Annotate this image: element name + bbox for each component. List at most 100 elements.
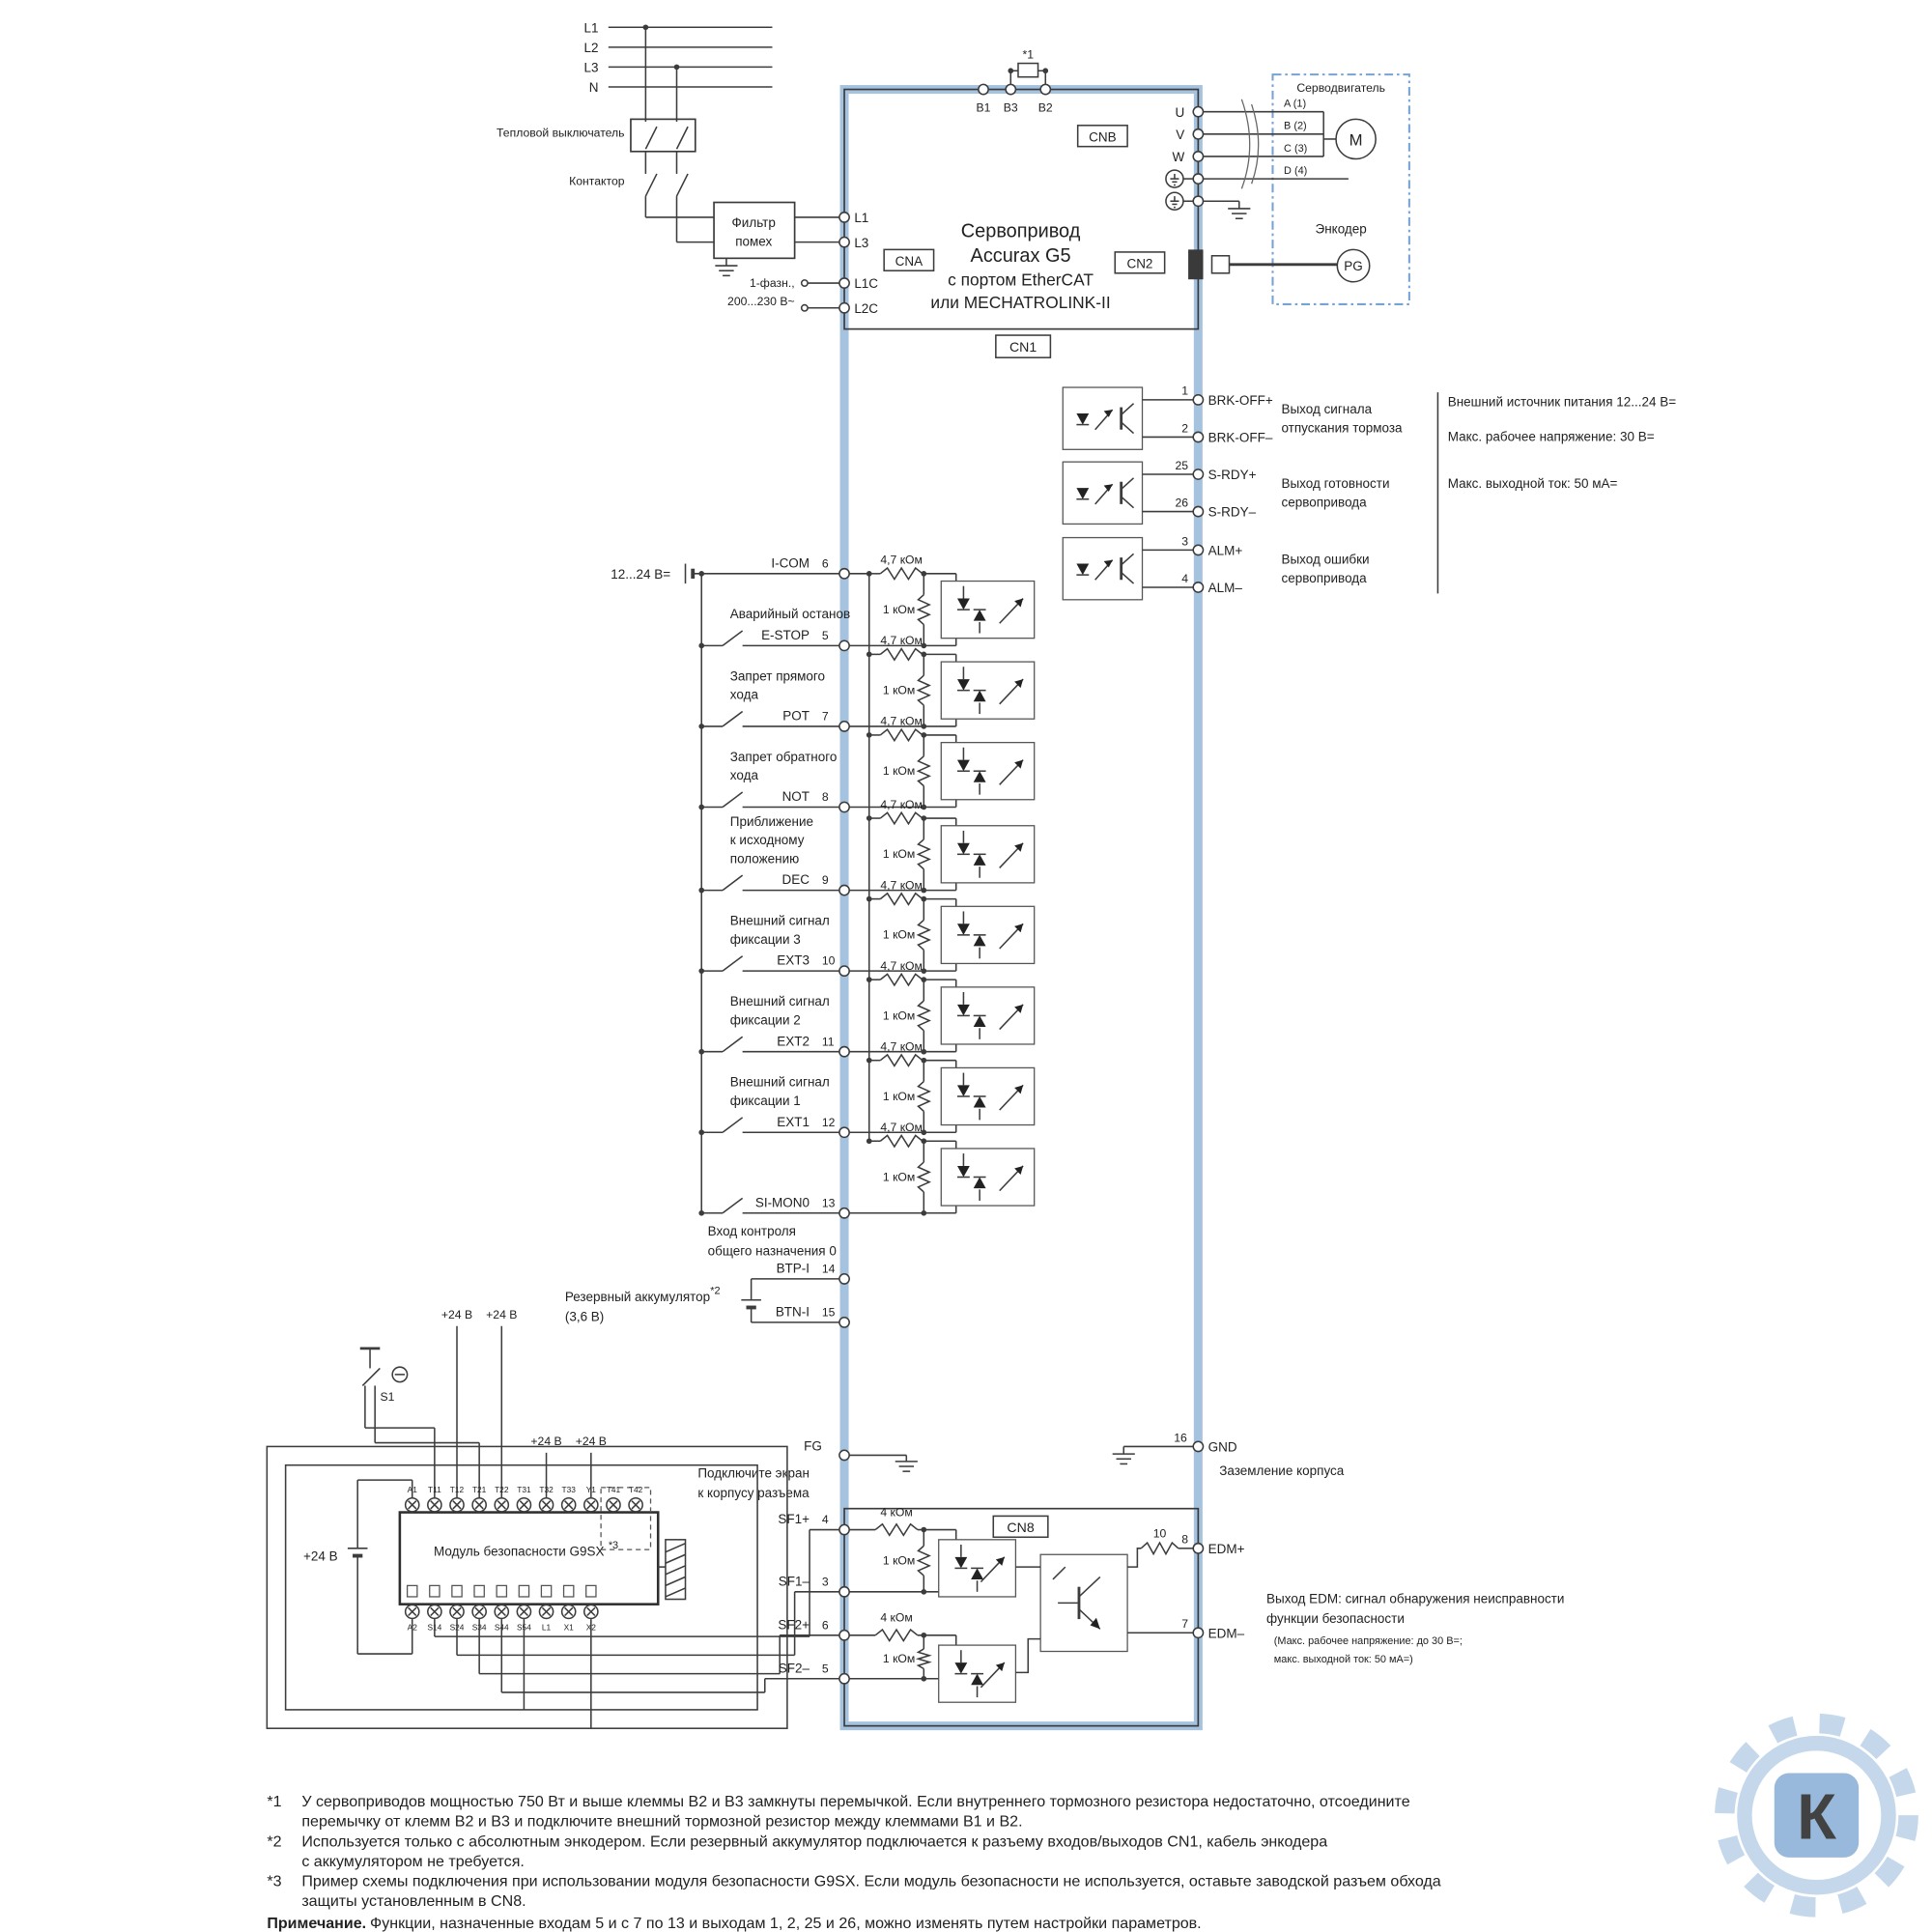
module-terminal [541, 1500, 552, 1510]
terminal-label: L1 [542, 1623, 552, 1633]
drive-terminal-label: L2C [854, 301, 878, 316]
junction-dot [921, 895, 927, 902]
junction-dot [921, 1138, 927, 1145]
resistor-icon [874, 1628, 919, 1643]
led-icon [973, 854, 986, 866]
optocoupler-icon [940, 1148, 1036, 1207]
terminal [1192, 105, 1205, 118]
arrow-head-icon [1103, 559, 1113, 568]
arrow-head-icon [1014, 1165, 1024, 1175]
terminal-label: T42 [629, 1485, 643, 1494]
arrow-head-icon [995, 1662, 1005, 1672]
module-internal-contact [429, 1584, 440, 1598]
resistor-icon [1140, 1541, 1179, 1556]
switch-icon [722, 1036, 744, 1053]
led-icon [957, 679, 970, 691]
signal-name: DEC [782, 872, 810, 887]
signal-name: ALM– [1208, 581, 1243, 595]
resistor-label: 1 кОм [883, 1009, 915, 1022]
footnote-1-mark: *1 [267, 1793, 281, 1810]
led-icon [957, 1004, 970, 1016]
module-terminal [452, 1606, 462, 1617]
footnote-1-line-1: У сервоприводов мощностью 750 Вт и выше … [301, 1793, 1409, 1810]
resistor-label: 4,7 кОм [880, 1121, 923, 1134]
terminal-label: T21 [472, 1485, 487, 1494]
p24-label-3: +24 В [530, 1435, 561, 1448]
motor-wire-label: C (3) [1284, 143, 1307, 155]
optocoupler-icon [940, 905, 1036, 965]
junction-dot [1042, 68, 1049, 74]
arrow-head-icon [1014, 1004, 1024, 1013]
transistor-icon [1078, 1576, 1101, 1598]
module-terminal [474, 1606, 484, 1617]
signal-name: BRK-OFF– [1208, 431, 1273, 445]
junction-dot [921, 1675, 927, 1682]
module-internal-contact [406, 1584, 418, 1598]
terminal [978, 83, 989, 96]
junction-dot [921, 651, 927, 658]
pin-number: 1 [1181, 384, 1188, 398]
resistor-label: 4 кОм [880, 1611, 912, 1625]
battery-note: *2 [710, 1285, 720, 1296]
led-icon [957, 598, 970, 611]
pin-number: 5 [822, 1662, 829, 1675]
signal-name: EXT2 [777, 1034, 810, 1048]
terminal [838, 1672, 850, 1685]
input-desc: фиксации 2 [730, 1012, 801, 1027]
junction-dot [921, 968, 927, 974]
resistor-label: 4,7 кОм [880, 554, 923, 567]
phase-label: N [589, 80, 599, 95]
led-icon [1076, 413, 1090, 425]
module-internal-contact [540, 1584, 553, 1598]
footnote-2-line-2: с аккумулятором не требуется. [301, 1853, 525, 1870]
resistor-label: 1 кОм [883, 1170, 915, 1183]
phototransistor-icon [1121, 571, 1135, 584]
pin-number: 8 [1181, 1533, 1188, 1547]
input-desc: хода [730, 688, 759, 702]
cn2-box [1114, 251, 1166, 274]
thermal-breaker-label: Тепловой выключатель [497, 126, 624, 139]
footnote-3-line-1: Пример схемы подключения при использован… [301, 1872, 1440, 1889]
transistor-icon [1052, 1566, 1066, 1580]
resistor-label: 4 кОм [880, 1505, 912, 1519]
pin-number: 5 [822, 629, 829, 642]
resistor-label: 1 кОм [883, 928, 915, 942]
pin-number: 11 [822, 1035, 835, 1048]
drive-terminal-label: B1 [977, 101, 991, 115]
signal-name: SF1– [779, 1574, 810, 1588]
pin-number: 25 [1175, 459, 1188, 472]
signal-name: BTP-I [777, 1261, 810, 1275]
optocoupler-icon [940, 580, 1036, 639]
output-desc: Выход ошибки [1281, 553, 1369, 567]
module-internal-contact [518, 1584, 530, 1598]
terminal [838, 1207, 850, 1219]
module-terminal [497, 1606, 506, 1617]
signal-name: EDM+ [1208, 1542, 1245, 1556]
note-label: Примечание. [267, 1915, 366, 1932]
encoder-connector-icon [1210, 255, 1231, 274]
module-internal-contact [585, 1584, 597, 1598]
phase-label: L2 [584, 41, 599, 55]
output-note-2: Макс. рабочее напряжение: 30 В= [1448, 429, 1655, 443]
module-terminal [430, 1606, 440, 1617]
led-icon [957, 759, 970, 772]
led-icon [973, 610, 986, 621]
terminal [838, 236, 850, 248]
terminal [1192, 393, 1205, 406]
motor-wire-label: D (4) [1284, 165, 1307, 177]
pin-number: 15 [822, 1305, 836, 1319]
cn2-connector-icon [1188, 249, 1204, 280]
input-desc: Внешний сигнал [730, 1075, 830, 1090]
footnote-2-mark: *2 [267, 1833, 281, 1850]
safety-loop [284, 1463, 758, 1711]
drive-terminal-label: V [1176, 128, 1184, 142]
terminal [1192, 128, 1205, 140]
gear-teeth-icon [1715, 1713, 1918, 1918]
junction-dot [921, 1526, 927, 1533]
led-icon [973, 1015, 986, 1027]
input-desc: фиксации 3 [730, 932, 801, 947]
pin-number: 13 [822, 1196, 836, 1209]
signal-name: NOT [782, 789, 810, 804]
module-terminal [408, 1500, 417, 1510]
